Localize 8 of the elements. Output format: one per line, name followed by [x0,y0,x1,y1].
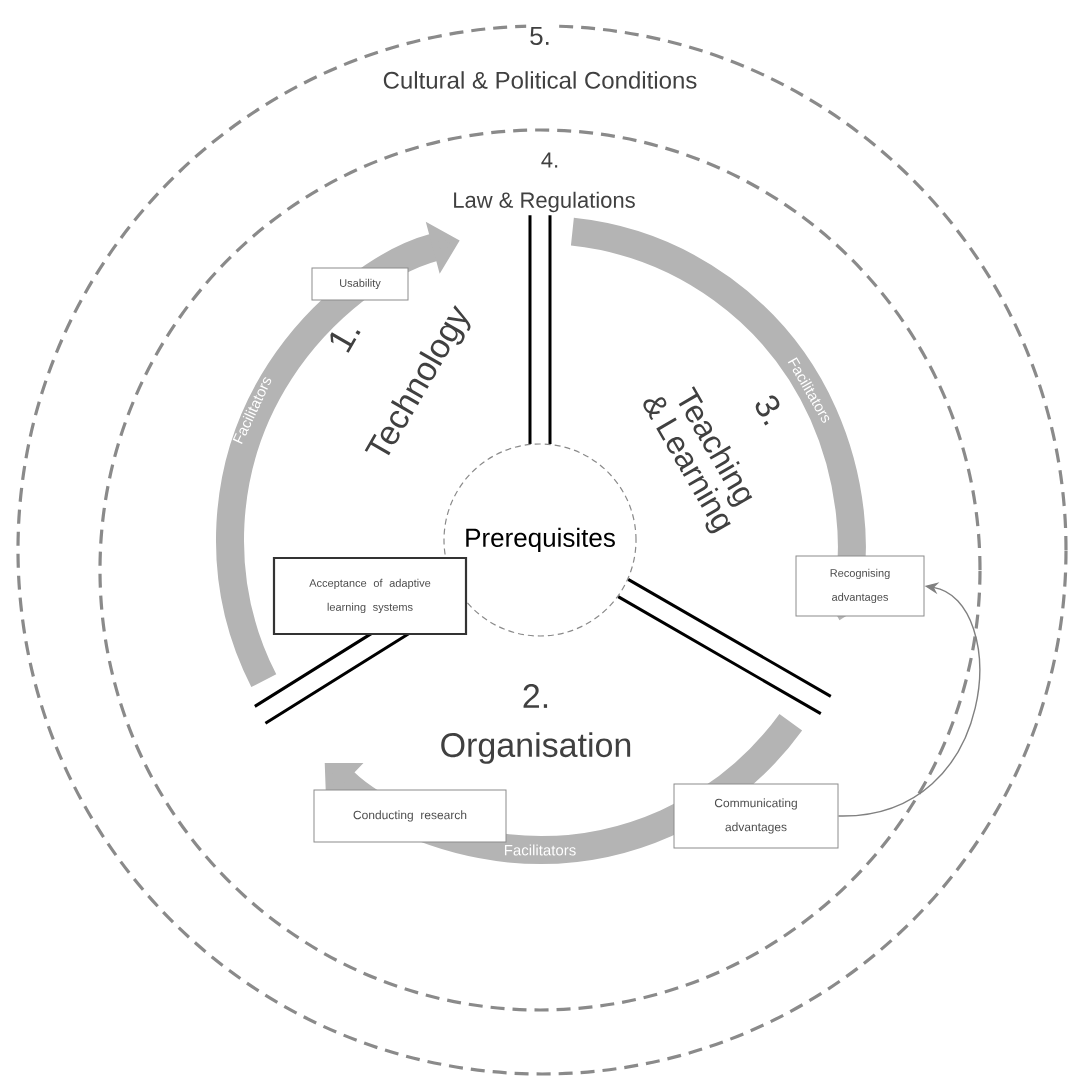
sector-title: Organisation [441,732,631,764]
circle-title: 5. [526,23,554,49]
sector-title: 3. [755,395,780,426]
circle-title: Law & Regulations [449,188,639,216]
circle-title: 4. [537,149,563,171]
sector-title: 2. [523,684,548,708]
curved-arrow [837,582,981,817]
circle-title: Cultural & Political Conditions [379,68,701,92]
